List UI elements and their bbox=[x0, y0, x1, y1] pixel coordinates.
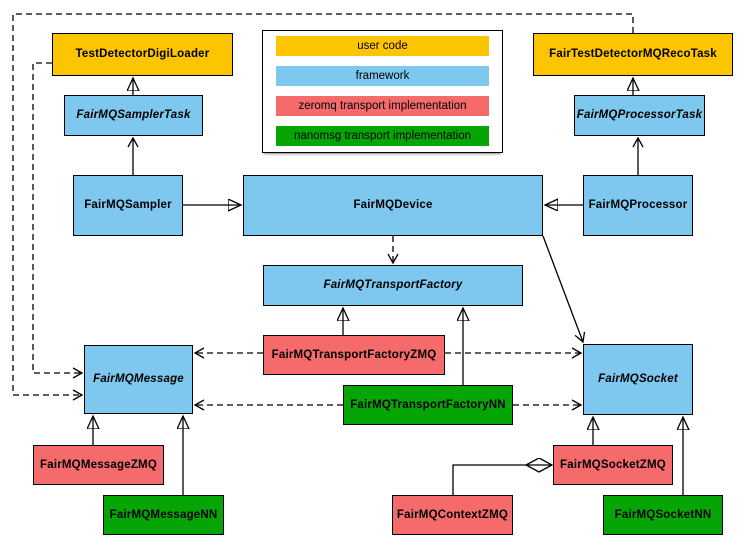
node-fairmq-device: FairMQDevice bbox=[243, 175, 543, 236]
node-fairmq-socket-nn: FairMQSocketNN bbox=[603, 495, 723, 535]
legend-item-nanomsg: nanomsg transport implementation bbox=[276, 126, 489, 146]
edge-digiloader-to-message bbox=[32, 62, 84, 379]
node-fairmq-context-zmq: FairMQContextZMQ bbox=[392, 495, 513, 535]
node-fairmq-sampler: FairMQSampler bbox=[73, 175, 183, 236]
node-fairmq-sampler-task: FairMQSamplerTask bbox=[64, 95, 203, 136]
node-fairmq-socket: FairMQSocket bbox=[583, 344, 693, 415]
edge-contextzmq-to-socketzmq bbox=[452, 465, 552, 495]
edge-device-to-socket bbox=[542, 235, 586, 344]
node-fairmq-message-nn: FairMQMessageNN bbox=[103, 495, 224, 535]
legend: user code framework zeromq transport imp… bbox=[262, 30, 503, 153]
node-fairmq-transport-factory: FairMQTransportFactory bbox=[263, 265, 523, 306]
legend-item-framework: framework bbox=[276, 66, 489, 86]
node-fairmq-processor-task: FairMQProcessorTask bbox=[574, 95, 705, 136]
node-fairmq-message: FairMQMessage bbox=[84, 345, 193, 414]
legend-item-zeromq: zeromq transport implementation bbox=[276, 96, 489, 116]
node-fairmq-transport-factory-nn: FairMQTransportFactoryNN bbox=[343, 385, 513, 425]
node-fairmq-socket-zmq: FairMQSocketZMQ bbox=[553, 445, 673, 485]
legend-item-user-code: user code bbox=[276, 36, 489, 56]
edge-recotask-to-message bbox=[12, 13, 634, 401]
node-fairmq-transport-factory-zmq: FairMQTransportFactoryZMQ bbox=[263, 335, 445, 375]
node-fairmq-message-zmq: FairMQMessageZMQ bbox=[33, 445, 164, 485]
node-fair-test-detector-mq-reco-task: FairTestDetectorMQRecoTask bbox=[533, 33, 733, 76]
node-fairmq-processor: FairMQProcessor bbox=[583, 175, 693, 236]
node-test-detector-digi-loader: TestDetectorDigiLoader bbox=[52, 33, 233, 76]
